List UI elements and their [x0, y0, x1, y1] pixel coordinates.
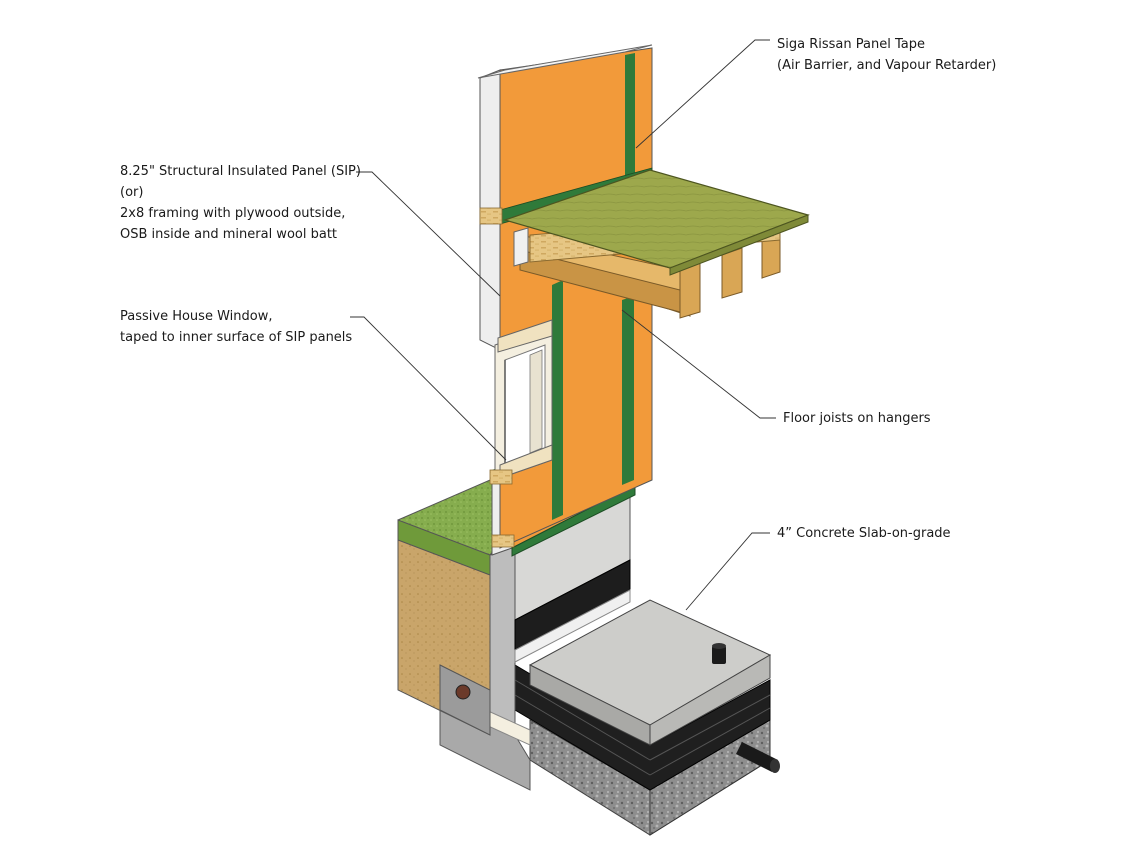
label-sip-line3: 2x8 framing with plywood outside,: [120, 206, 346, 221]
leader-slab: [685, 532, 770, 611]
vertical-pipe: [712, 643, 726, 664]
label-window-line2: taped to inner surface of SIP panels: [120, 330, 353, 345]
leader-window: [350, 316, 507, 461]
plywood-subfloor: [503, 169, 810, 276]
label-sip-line4: OSB inside and mineral wool batt: [120, 227, 338, 242]
leader-lines: [350, 39, 776, 611]
osb-edge-bands: [479, 207, 515, 548]
passive-house-window: [494, 319, 553, 481]
label-floor-joists: Floor joists on hangers: [783, 408, 931, 429]
label-concrete-slab: 4” Concrete Slab-on-grade: [777, 523, 951, 544]
label-sip: 8.25" Structural Insulated Panel (SIP) (…: [120, 161, 361, 245]
label-sip-line2: (or): [120, 185, 144, 200]
concrete-slab: [528, 599, 772, 746]
label-floor-joists-text: Floor joists on hangers: [783, 411, 931, 426]
label-window: Passive House Window, taped to inner sur…: [120, 306, 352, 348]
joist-hanger: [513, 227, 529, 267]
drain-pipe: [736, 742, 780, 773]
label-concrete-slab-text: 4” Concrete Slab-on-grade: [777, 526, 951, 541]
label-siga-tape-line1: Siga Rissan Panel Tape: [777, 37, 925, 52]
label-siga-tape-line2: (Air Barrier, and Vapour Retarder): [777, 58, 997, 73]
label-siga-tape: Siga Rissan Panel Tape (Air Barrier, and…: [777, 34, 996, 76]
label-sip-line1: 8.25" Structural Insulated Panel (SIP): [120, 164, 361, 179]
leader-sip: [356, 171, 501, 297]
label-window-line1: Passive House Window,: [120, 309, 273, 324]
leader-joists: [621, 309, 776, 419]
leader-tape: [635, 39, 770, 149]
